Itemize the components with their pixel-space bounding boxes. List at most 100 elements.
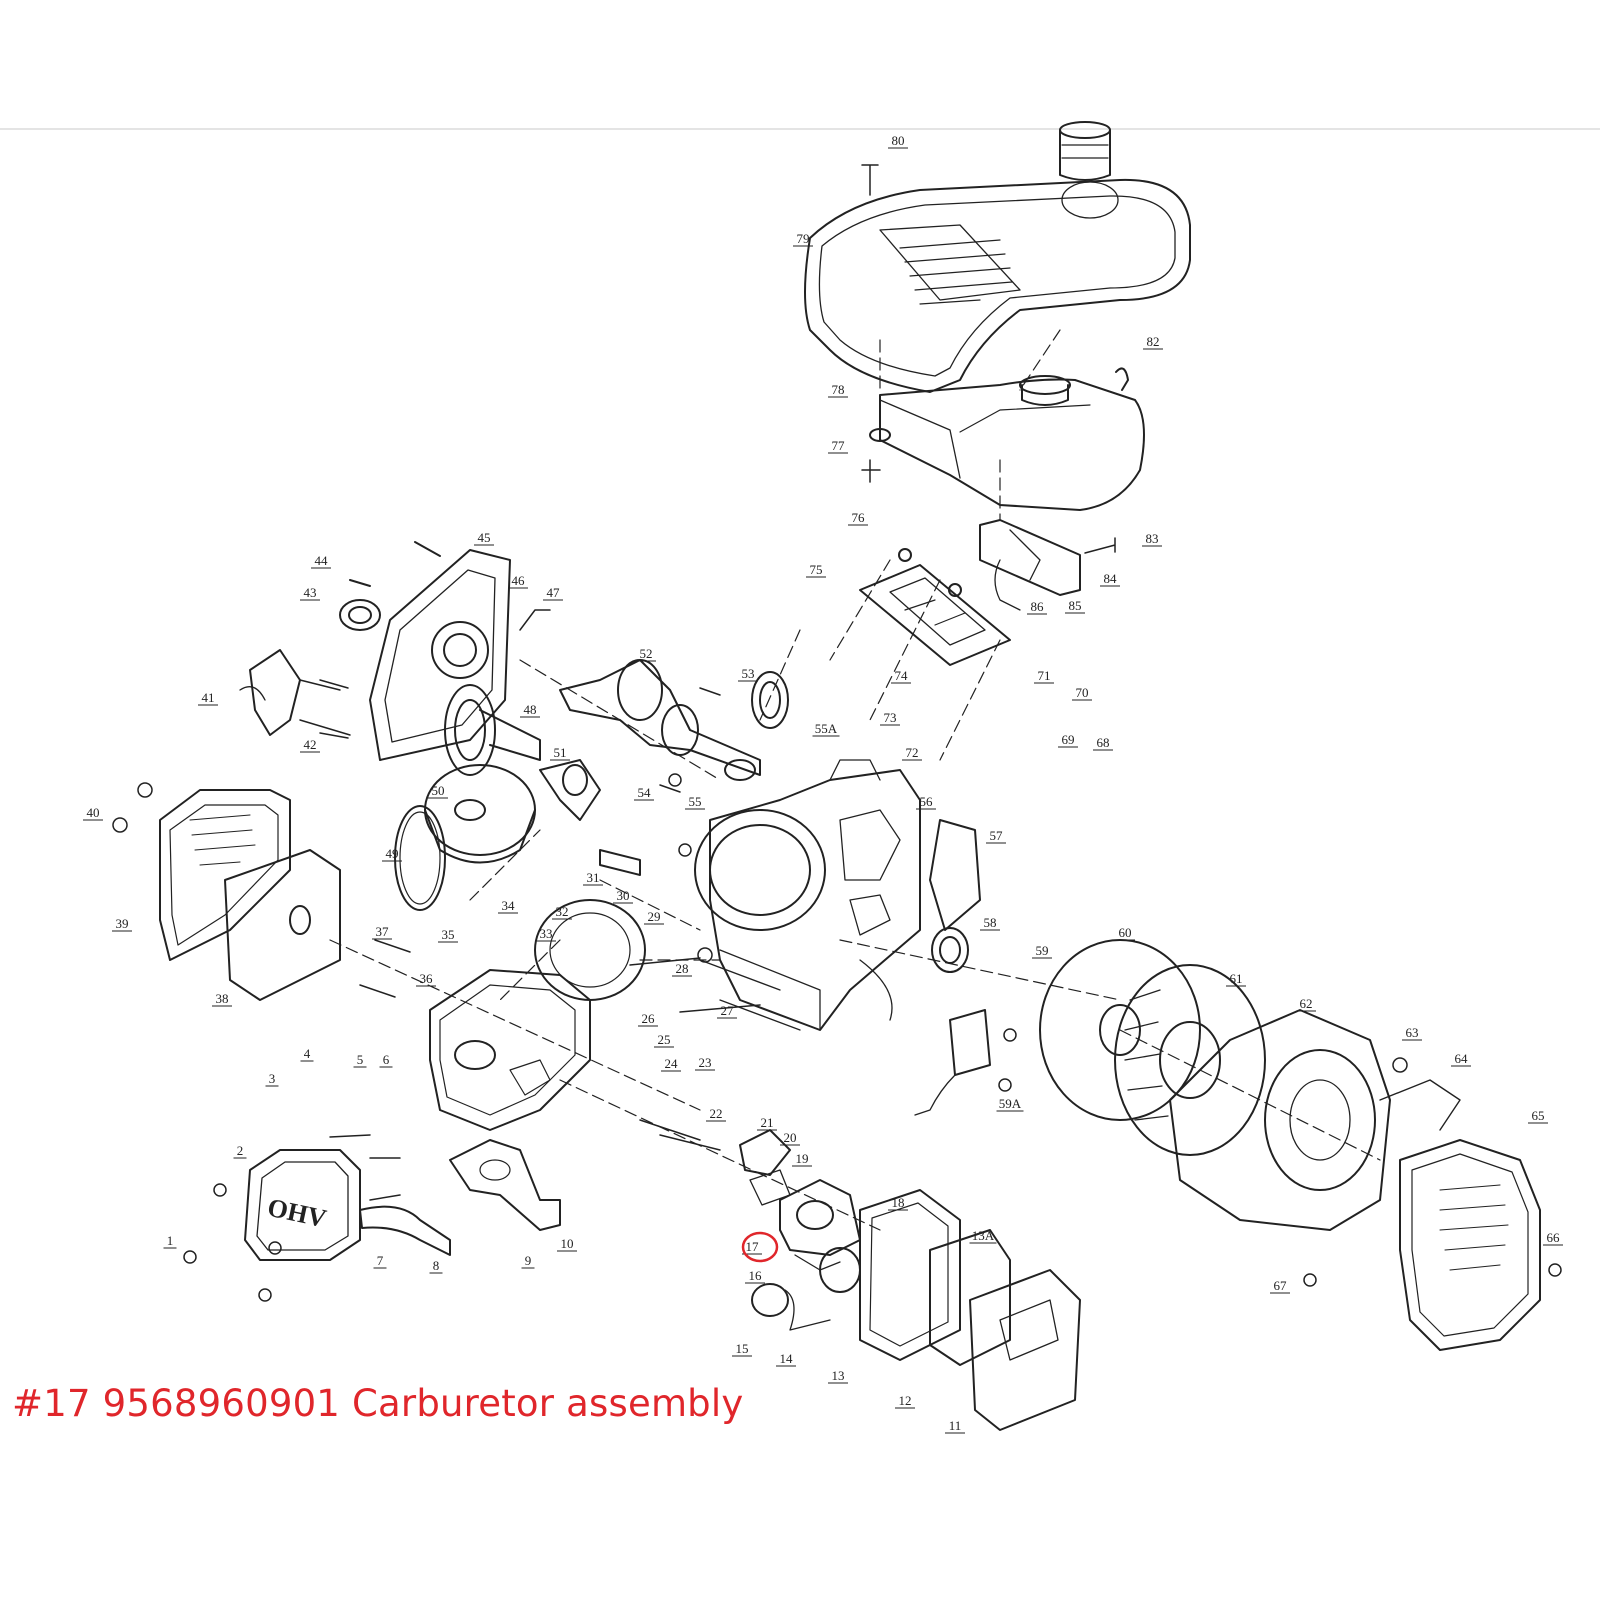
callout-48: 48	[524, 702, 537, 717]
callout-33: 33	[540, 926, 553, 941]
recoil-starter	[1379, 1079, 1541, 1351]
callout-71: 71	[1038, 668, 1051, 683]
callout-32: 32	[556, 904, 569, 919]
callout-43: 43	[304, 585, 317, 600]
callout-50: 50	[432, 783, 445, 798]
callout-7: 7	[377, 1253, 384, 1268]
callout-9: 9	[525, 1253, 532, 1268]
fuel-tank-cover	[804, 121, 1191, 393]
governor-arm	[239, 649, 351, 736]
callout-14: 14	[780, 1351, 794, 1366]
callout-54: 54	[638, 785, 652, 800]
callout-15: 15	[736, 1341, 749, 1356]
callout-1: 1	[167, 1233, 174, 1248]
callout-30: 30	[617, 888, 630, 903]
callout-6: 6	[383, 1052, 390, 1067]
carburetor	[739, 1129, 861, 1271]
callout-59A: 59A	[999, 1096, 1022, 1111]
callout-2: 2	[237, 1143, 244, 1158]
callout-41: 41	[202, 690, 215, 705]
callout-24: 24	[665, 1056, 679, 1071]
callout-65: 65	[1532, 1108, 1545, 1123]
callout-8: 8	[433, 1258, 440, 1273]
callout-64: 64	[1455, 1051, 1469, 1066]
ohv-engraving: OHV	[265, 1193, 329, 1234]
callout-75: 75	[810, 562, 823, 577]
callout-73: 73	[884, 710, 897, 725]
callout-82: 82	[1147, 334, 1160, 349]
callout-63: 63	[1406, 1025, 1419, 1040]
callout-69: 69	[1062, 732, 1075, 747]
callout-49: 49	[386, 846, 399, 861]
part-caption: #17 9568960901 Carburetor assembly	[12, 1382, 744, 1425]
callout-55A: 55A	[815, 721, 838, 736]
callout-51: 51	[554, 745, 567, 760]
callout-62: 62	[1300, 996, 1313, 1011]
callout-67: 67	[1274, 1278, 1288, 1293]
callout-85: 85	[1069, 598, 1082, 613]
callout-11: 11	[949, 1418, 962, 1433]
callout-61: 61	[1230, 971, 1243, 986]
callout-74: 74	[895, 668, 909, 683]
piston	[394, 764, 536, 911]
crankcase-side-plate	[939, 819, 981, 931]
callout-19: 19	[796, 1151, 809, 1166]
callout-80: 80	[892, 133, 905, 148]
callout-13A: 13A	[972, 1228, 995, 1243]
air-cleaner-housing	[159, 789, 341, 1001]
callout-22: 22	[710, 1106, 723, 1121]
callout-76: 76	[852, 510, 866, 525]
ignition-coil	[914, 1009, 991, 1116]
callout-52: 52	[640, 646, 653, 661]
callout-31: 31	[587, 870, 600, 885]
callout-57: 57	[990, 828, 1004, 843]
primer-bulb	[751, 1283, 831, 1331]
callout-59: 59	[1036, 943, 1049, 958]
callout-53: 53	[742, 666, 755, 681]
valve-cover: OHV	[244, 1149, 361, 1261]
highlight-circle	[741, 1231, 779, 1263]
callout-35: 35	[442, 927, 455, 942]
callout-46: 46	[512, 573, 526, 588]
assembly-centerlines	[329, 329, 1381, 1231]
callout-83: 83	[1146, 531, 1159, 546]
callout-5: 5	[357, 1052, 364, 1067]
callout-38: 38	[216, 991, 229, 1006]
callout-34: 34	[502, 898, 516, 913]
callout-56: 56	[920, 794, 934, 809]
callout-3: 3	[269, 1071, 276, 1086]
fuel-valve-bracket	[979, 519, 1081, 611]
fasteners	[112, 164, 1562, 1302]
callout-47: 47	[547, 585, 561, 600]
callout-18: 18	[892, 1195, 905, 1210]
cylinder-head	[429, 899, 646, 1131]
crankshaft	[559, 659, 789, 781]
callout-12: 12	[899, 1393, 912, 1408]
callout-40: 40	[87, 805, 100, 820]
callout-77: 77	[832, 438, 846, 453]
fuel-tank-base	[869, 367, 1145, 511]
callout-86: 86	[1031, 599, 1045, 614]
callout-84: 84	[1104, 571, 1118, 586]
callout-60: 60	[1119, 925, 1132, 940]
cooling-fan	[1114, 964, 1266, 1156]
callout-45: 45	[478, 530, 491, 545]
callout-70: 70	[1076, 685, 1089, 700]
tank-mount-plate	[859, 548, 1011, 666]
callout-23: 23	[699, 1055, 712, 1070]
callout-68: 68	[1097, 735, 1110, 750]
callout-36: 36	[420, 971, 434, 986]
callout-20: 20	[784, 1130, 797, 1145]
callout-27: 27	[721, 1003, 735, 1018]
exhaust-shield	[449, 1139, 561, 1231]
callout-26: 26	[642, 1011, 656, 1026]
air-filter-assembly	[819, 1189, 1081, 1431]
callout-4: 4	[304, 1046, 311, 1061]
callout-28: 28	[676, 961, 689, 976]
camshaft-gear	[444, 684, 541, 776]
callout-66: 66	[1547, 1230, 1561, 1245]
callout-21: 21	[761, 1115, 774, 1130]
callout-16: 16	[749, 1268, 763, 1283]
